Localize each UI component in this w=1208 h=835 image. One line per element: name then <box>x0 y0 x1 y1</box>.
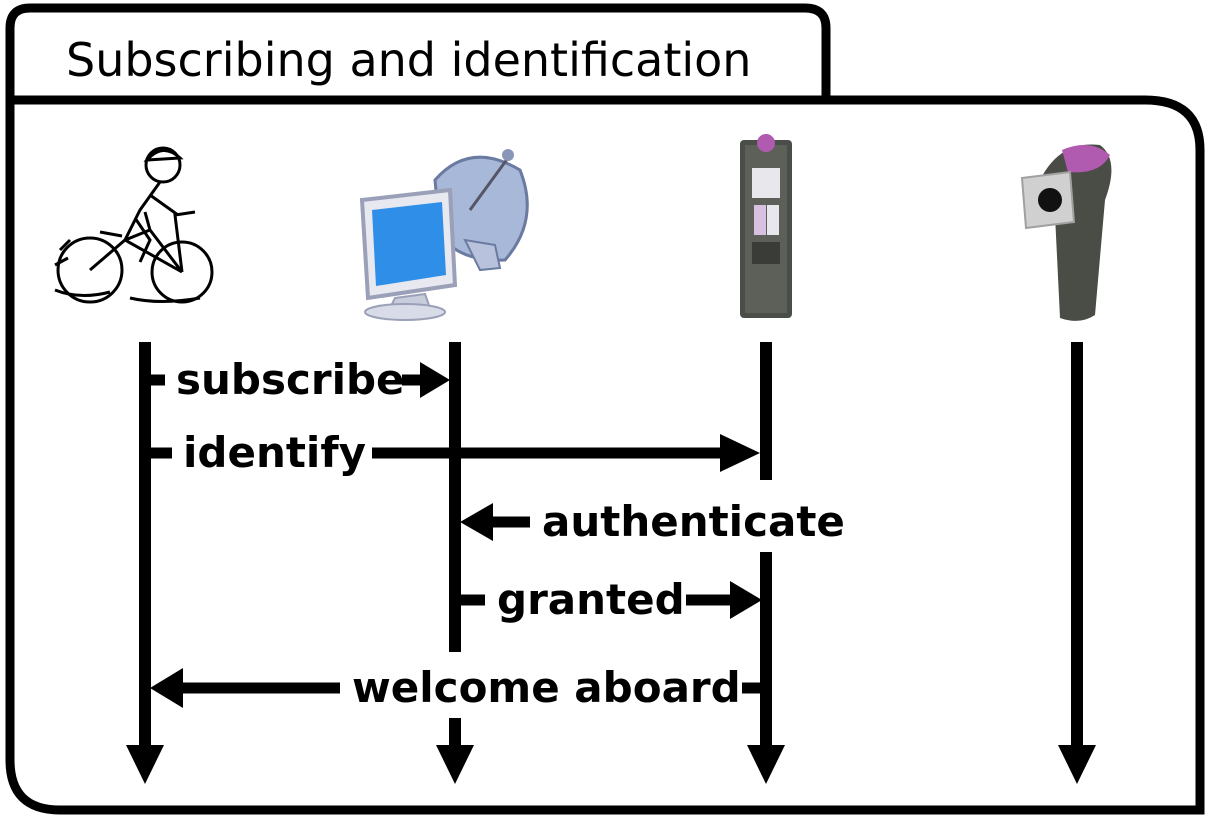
message-identify-arrowhead <box>720 434 760 472</box>
message-subscribe-arrowhead <box>420 362 450 398</box>
cyclist-icon <box>54 146 214 304</box>
diagram-title: Subscribing and identification <box>66 33 751 87</box>
message-granted-arrowhead <box>730 581 762 619</box>
message-authenticate-label: authenticate <box>542 497 845 546</box>
bike-station-kiosk-icon <box>740 134 792 318</box>
lifeline-station-arrowhead <box>747 745 785 784</box>
message-authenticate-arrowhead <box>460 503 493 541</box>
card-reader-icon <box>1020 144 1112 321</box>
computer-satellite-icon <box>359 149 529 321</box>
message-granted-label: granted <box>497 575 685 624</box>
message-welcome-label: welcome aboard <box>352 663 741 712</box>
message-subscribe-label: subscribe <box>176 355 405 404</box>
lifeline-card-reader-arrowhead <box>1058 745 1096 784</box>
message-welcome-arrowhead <box>150 668 183 708</box>
lifeline-server-arrowhead <box>436 745 474 784</box>
message-identify-label: identify <box>183 428 366 477</box>
folder-tab <box>5 3 831 100</box>
lifeline-cyclist-arrowhead <box>126 745 164 784</box>
